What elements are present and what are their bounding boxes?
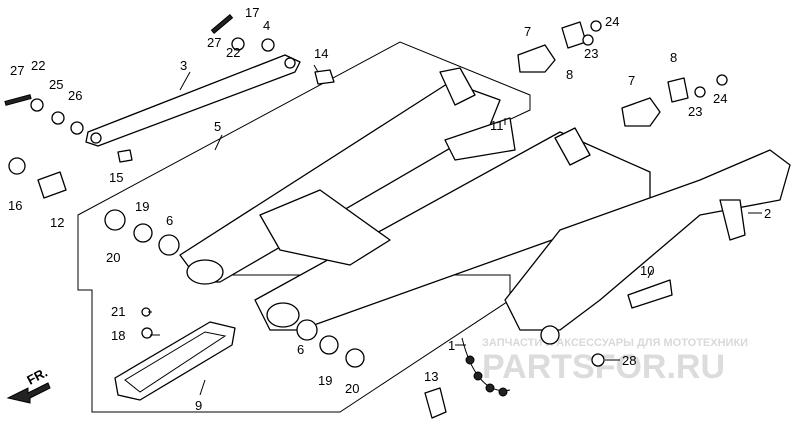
callout-1: 1 [448,338,455,353]
callout-22-upper: 22 [226,45,240,60]
callout-7-lower: 7 [628,73,635,88]
callout-7-upper: 7 [524,24,531,39]
chain-adjuster-upper [517,21,587,73]
swingarm [179,67,651,331]
callout-26: 26 [68,88,82,103]
chain-slider [114,321,236,401]
drive-chain [461,337,511,397]
callout-10: 10 [640,263,654,278]
callout-14: 14 [314,46,328,61]
callout-16: 16 [8,198,22,213]
callout-27-upper: 27 [207,35,221,50]
callout-9: 9 [195,398,202,413]
callout-17: 17 [245,5,259,20]
leader-lines [148,64,762,396]
callout-8-lower: 8 [670,50,677,65]
callout-15: 15 [109,170,123,185]
callout-13: 13 [424,369,438,384]
callout-28: 28 [622,353,636,368]
chain-guard [504,149,791,345]
callout-19-lower: 19 [318,373,332,388]
callout-5: 5 [214,119,221,134]
callout-labels: 1 2 3 4 5 6 6 7 7 8 8 9 10 11 12 13 14 1… [8,5,771,413]
callout-23-lower: 23 [688,104,702,119]
callout-24-lower: 24 [713,91,727,106]
callout-22-left: 22 [31,58,45,73]
callout-24-upper: 24 [605,14,619,29]
watermark-logo: PARTSFOR.RU [482,348,725,386]
callout-23-upper: 23 [584,46,598,61]
callout-18: 18 [111,328,125,343]
hardware [4,14,728,419]
callout-25: 25 [49,77,63,92]
callout-12: 12 [50,215,64,230]
callout-20-lower: 20 [345,381,359,396]
frame-outline [77,41,531,413]
chain-adjuster-lower [621,77,689,127]
front-direction-arrow: FR. [6,365,51,404]
callout-6-upper: 6 [166,213,173,228]
torque-rod [85,54,301,147]
caution-label-11 [444,117,516,161]
callout-6-lower: 6 [297,342,304,357]
caution-label-10 [627,279,673,309]
callout-19-upper: 19 [135,199,149,214]
callout-27-left: 27 [10,63,24,78]
callout-21: 21 [111,304,125,319]
callout-20-upper: 20 [106,250,120,265]
callout-3: 3 [180,58,187,73]
callout-4: 4 [263,18,270,33]
callout-2: 2 [764,206,771,221]
callout-8-upper: 8 [566,67,573,82]
callout-11: 11 [490,118,504,133]
